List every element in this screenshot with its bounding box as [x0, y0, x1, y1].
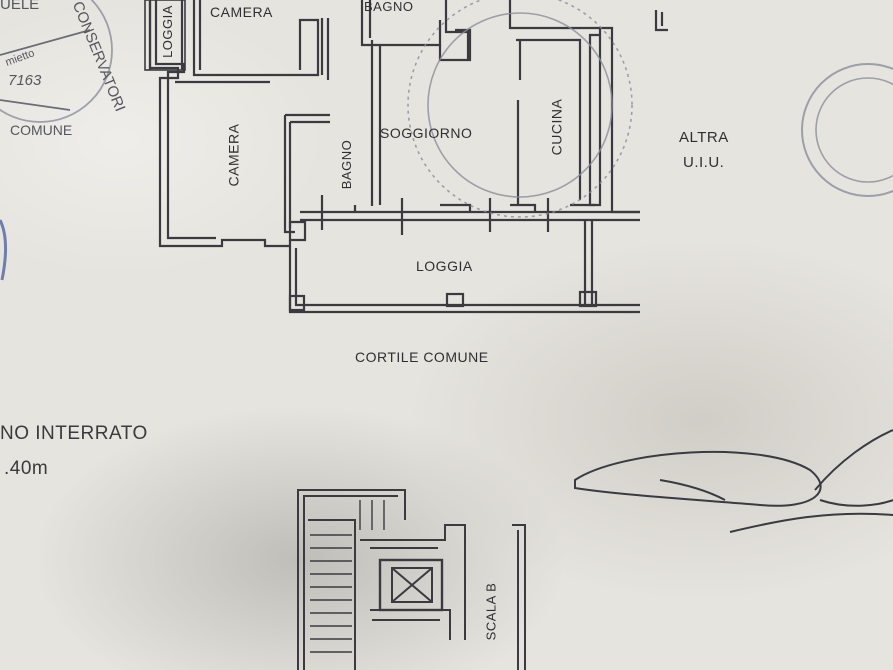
stamp-text-comune: COMUNE [10, 122, 73, 138]
staircase-drawing [297, 489, 526, 670]
room-label-bagno-mid: BAGNO [339, 139, 355, 190]
wall-outline-left [148, 0, 290, 248]
wall-loggia-left [148, 0, 184, 70]
room-label-soggiorno: SOGGIORNO [380, 125, 473, 141]
label-altra: ALTRA [679, 129, 729, 146]
label-cortile-comune: CORTILE COMUNE [355, 349, 489, 365]
label-scala-b: SCALA B [483, 582, 499, 641]
room-label-bagno-top: BAGNO [364, 0, 414, 14]
wall-main-bottom [300, 210, 640, 222]
basement-height: .40m [4, 458, 49, 479]
wall-loggia [288, 240, 640, 314]
room-label-camera-mid: CAMERA [225, 123, 242, 187]
ink-mark [0, 219, 7, 281]
room-label-cucina: CUCINA [548, 98, 565, 156]
stamp-text-uele: UELE [0, 0, 40, 13]
room-label-loggia: LOGGIA [416, 258, 473, 274]
basement-title: NO INTERRATO [0, 423, 148, 444]
stamp-circles [0, 0, 893, 218]
label-uiu: U.I.U. [683, 154, 725, 171]
room-label-loggia-left: LOGGIA [159, 5, 175, 58]
stamp-text-number: 7163 [8, 72, 42, 89]
signature [574, 429, 893, 533]
room-label-camera-top: CAMERA [210, 4, 273, 20]
left-stamp-lines [0, 29, 91, 111]
